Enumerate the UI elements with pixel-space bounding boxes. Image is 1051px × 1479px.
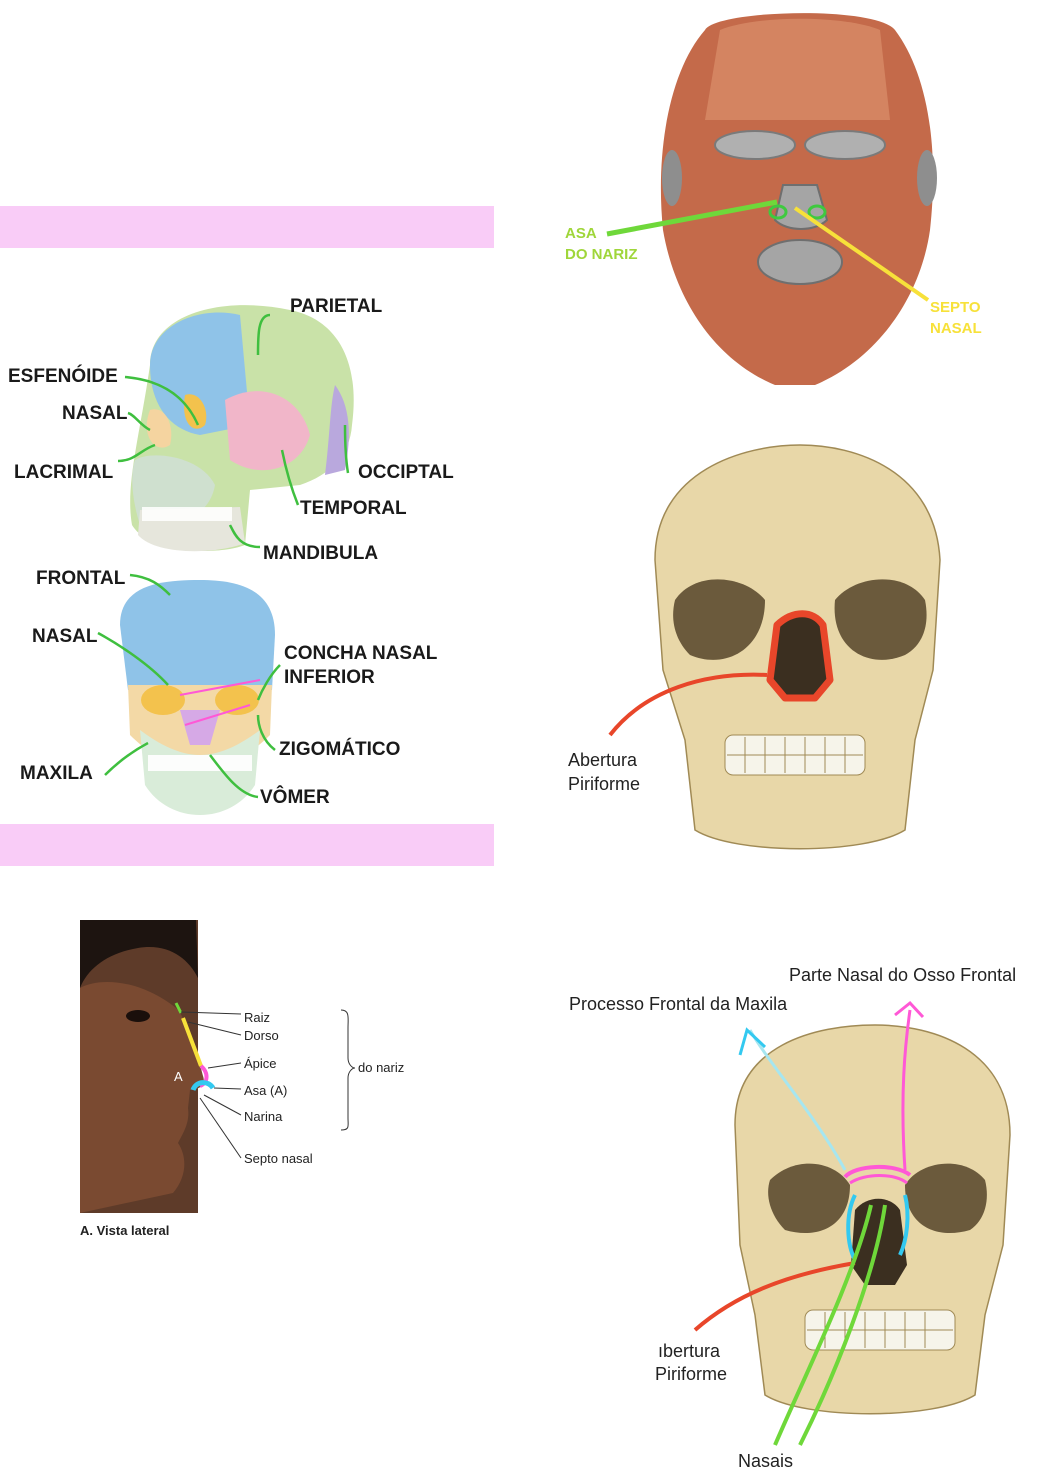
label-vomer: VÔMER	[260, 786, 330, 808]
label-parte-nasal: Parte Nasal do Osso Frontal	[789, 965, 1016, 985]
label-do-nariz: DO NARIZ	[565, 246, 638, 263]
face-muscles-figure: ASA DO NARIZ SEPTO NASAL	[555, 0, 1035, 400]
label-nasais: Nasais	[738, 1451, 793, 1471]
label-apice: Ápice	[244, 1056, 277, 1071]
label-lacrimal: LACRIMAL	[14, 462, 114, 483]
label-asa: Asa (A)	[244, 1083, 287, 1098]
skull-bones-figure: PARIETAL ESFENÓIDE NASAL LACRIMAL OCCIPT…	[0, 285, 494, 825]
skull-nasal-bones-figure: Parte Nasal do Osso Frontal Processo Fro…	[555, 955, 1035, 1475]
label-esfenoide: ESFENÓIDE	[8, 365, 118, 387]
skull-front-illustration	[655, 445, 940, 849]
nose-lateral-figure: Raiz Dorso Ápice Asa (A) Narina Septo na…	[78, 918, 418, 1248]
label-occiptal: OCCIPTAL	[358, 462, 454, 483]
label-nasal-lateral: NASAL	[62, 403, 128, 424]
label-concha-inferior: INFERIOR	[284, 667, 375, 688]
label-piriforme: Piriforme	[568, 774, 640, 794]
label-asa: ASA	[565, 225, 597, 242]
label-nasal: NASAL	[930, 320, 982, 337]
label-abertura: Abertura	[568, 750, 638, 770]
figure-caption: A. Vista lateral	[80, 1223, 169, 1238]
profile-photo	[80, 920, 204, 1213]
label-temporal: TEMPORAL	[300, 498, 407, 519]
label-raiz: Raiz	[244, 1010, 270, 1025]
pink-band-top	[0, 206, 494, 248]
label-processo-frontal: Processo Frontal da Maxila	[569, 994, 788, 1014]
label-do-nariz: do nariz	[358, 1060, 404, 1075]
label-abertura: ıbertura	[658, 1341, 721, 1361]
label-dorso: Dorso	[244, 1028, 279, 1043]
label-zigomatico: ZIGOMÁTICO	[279, 738, 400, 760]
label-marker-a: A	[174, 1069, 183, 1084]
label-mandibula: MANDIBULA	[263, 543, 378, 564]
label-septo: SEPTO	[930, 299, 981, 316]
face-muscle-illustration	[661, 13, 937, 385]
skull-bottom-illustration	[735, 1025, 1010, 1414]
frontal-skull-illustration	[120, 580, 275, 815]
label-concha-nasal: CONCHA NASAL	[284, 643, 438, 664]
label-piriforme: Piriforme	[655, 1364, 727, 1384]
label-parietal: PARIETAL	[290, 296, 383, 317]
label-frontal: FRONTAL	[36, 568, 126, 589]
label-maxila: MAXILA	[20, 763, 93, 784]
label-septo-nasal: Septo nasal	[244, 1151, 313, 1166]
pink-band-bottom	[0, 824, 494, 866]
skull-front-figure: Abertura Piriforme	[555, 440, 1035, 860]
label-narina: Narina	[244, 1109, 283, 1124]
label-nasal-frontal: NASAL	[32, 626, 98, 647]
